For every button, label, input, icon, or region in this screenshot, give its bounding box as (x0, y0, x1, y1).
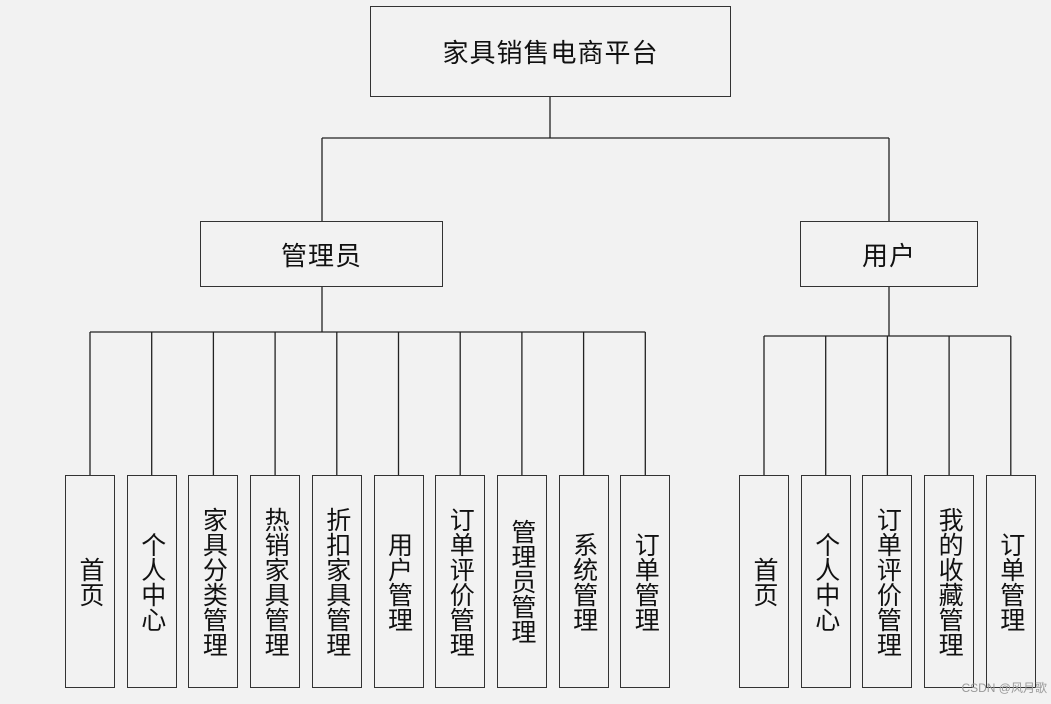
admin-leaf-label: 折扣家具管理 (322, 506, 352, 657)
admin-leaf-node: 订单评价管理 (435, 475, 486, 688)
user-leaf-label: 订单管理 (996, 531, 1026, 632)
admin-leaf-label: 管理员管理 (507, 519, 537, 644)
admin-leaf-label: 订单管理 (631, 531, 661, 632)
admin-leaf-label: 系统管理 (569, 531, 599, 632)
user-leaf-node: 首页 (739, 475, 789, 688)
admin-leaf-label: 首页 (76, 556, 105, 607)
admin-leaf-label: 用户管理 (384, 531, 414, 632)
user-leaf-node: 订单管理 (985, 475, 1036, 688)
user-leaf-node: 个人中心 (800, 475, 851, 688)
admin-leaf-label: 热销家具管理 (261, 506, 291, 657)
user-leaf-label: 订单评价管理 (873, 506, 903, 657)
user-leaf-label: 我的收藏管理 (935, 506, 965, 657)
admin-label: 管理员 (280, 241, 362, 272)
user-leaf-label: 首页 (750, 556, 779, 607)
user-node: 用户 (800, 221, 978, 287)
user-leaf-label: 个人中心 (811, 531, 841, 632)
root-node: 家具销售电商平台 (370, 6, 731, 97)
user-label: 用户 (861, 241, 916, 272)
admin-leaf-label: 个人中心 (137, 531, 167, 632)
admin-leaf-label: 家具分类管理 (199, 506, 229, 657)
admin-leaf-node: 家具分类管理 (188, 475, 239, 688)
admin-leaf-node: 订单管理 (620, 475, 671, 688)
admin-leaf-node: 系统管理 (558, 475, 609, 688)
admin-leaf-node: 首页 (65, 475, 115, 688)
admin-leaf-node: 管理员管理 (496, 475, 547, 688)
admin-leaf-node: 折扣家具管理 (311, 475, 362, 688)
admin-leaf-node: 用户管理 (373, 475, 424, 688)
watermark: CSDN @风月歌 (961, 681, 1047, 695)
admin-node: 管理员 (200, 221, 443, 287)
admin-leaf-node: 热销家具管理 (250, 475, 301, 688)
user-leaf-node: 我的收藏管理 (924, 475, 975, 688)
admin-leaf-label: 订单评价管理 (446, 506, 476, 657)
user-leaf-node: 订单评价管理 (862, 475, 913, 688)
root-label: 家具销售电商平台 (442, 39, 659, 69)
admin-leaf-node: 个人中心 (126, 475, 177, 688)
